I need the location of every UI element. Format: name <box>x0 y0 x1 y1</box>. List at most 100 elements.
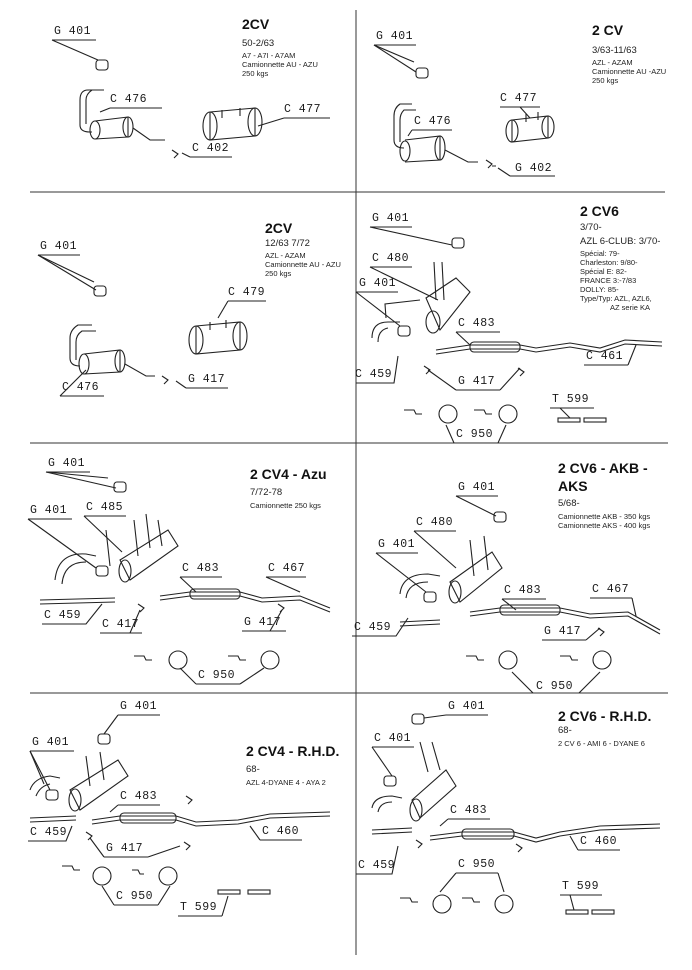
panel6-line: Camionnette AKB - 350 kgs <box>558 512 651 521</box>
part-label: T 599 <box>552 393 590 406</box>
panel3-line: AZL - AZAM <box>265 251 306 260</box>
part-label: T 599 <box>180 901 218 914</box>
part-label: G 417 <box>458 375 496 388</box>
panel5-line: 7/72-78 <box>250 487 283 498</box>
panel2-line: AZL - AZAM <box>592 58 633 67</box>
panel8-title: 2 CV6 - R.H.D. <box>558 708 652 724</box>
part-label: G 401 <box>372 212 410 225</box>
part-label: C 476 <box>110 93 148 106</box>
part-label: G 401 <box>376 30 414 43</box>
panel4-line: Spécial: 79- <box>580 249 620 258</box>
part-label: G 402 <box>515 162 553 175</box>
part-label: C 483 <box>182 562 220 575</box>
part-label: C 467 <box>592 583 630 596</box>
panel4-line: AZ serie KA <box>610 303 651 312</box>
part-label: C 485 <box>86 501 124 514</box>
panel4-line: FRANCE 3:-7/83 <box>580 276 637 285</box>
panel1-drawing <box>51 39 330 159</box>
part-label: G 417 <box>106 842 144 855</box>
panel5-line: Camionnette 250 kgs <box>250 501 321 510</box>
panel7-line: AZL 4-DYANE 4 - AYA 2 <box>246 778 326 787</box>
part-label: C 401 <box>374 732 412 745</box>
part-label: C 483 <box>504 584 542 597</box>
panel2-line: Camionnette AU -AZU <box>592 67 667 76</box>
part-label: C 477 <box>500 92 538 105</box>
panel1-line: 50-2/63 <box>242 38 275 49</box>
panel6-title: AKS <box>558 478 588 494</box>
panel4-title: 2 CV6 <box>580 203 619 219</box>
panel3-title: 2CV <box>265 220 293 236</box>
panel1-line: 250 kgs <box>242 69 269 78</box>
part-label: G 401 <box>48 457 86 470</box>
part-label: G 417 <box>544 625 582 638</box>
panel1-line: A7 - A7I - A7AM <box>242 51 296 60</box>
panel7-drawing <box>28 714 331 917</box>
part-label: T 599 <box>562 880 600 893</box>
panel2-line: 250 kgs <box>592 76 619 85</box>
panel7-title: 2 CV4 - R.H.D. <box>246 743 340 759</box>
panel3-drawing <box>37 254 266 397</box>
panel1-title: 2CV <box>242 16 270 32</box>
part-label: C 950 <box>198 669 236 682</box>
part-label: G 401 <box>30 504 68 517</box>
panel8-line: 68- <box>558 725 572 736</box>
panel8-line: 2 CV 6 - AMI 6 - DYANE 6 <box>558 739 645 748</box>
panel6-title: 2 CV6 - AKB - <box>558 460 648 476</box>
part-label: C 480 <box>372 252 410 265</box>
panel3-line: 250 kgs <box>265 269 292 278</box>
part-label: C 460 <box>262 825 300 838</box>
part-label: C 467 <box>268 562 306 575</box>
panel2-line: 3/63-11/63 <box>592 45 637 56</box>
part-label: G 401 <box>32 736 70 749</box>
panel4-line: DOLLY: 85- <box>580 285 619 294</box>
part-label: C 483 <box>120 790 158 803</box>
part-label: G 401 <box>458 481 496 494</box>
panel4-line: Spécial E: 82- <box>580 267 627 276</box>
panel4-line: Charleston: 9/80- <box>580 258 638 267</box>
panel1-line: Camionnette AU - AZU <box>242 60 318 69</box>
part-label: C 476 <box>414 115 452 128</box>
panel2-title: 2 CV <box>592 22 624 38</box>
part-label: C 477 <box>284 103 322 116</box>
panel3-line: Camionnette AU - AZU <box>265 260 341 269</box>
panel7-line: 68- <box>246 764 260 775</box>
part-label: C 460 <box>580 835 618 848</box>
part-label: C 480 <box>416 516 454 529</box>
panel2-drawing <box>373 44 555 177</box>
part-label: G 417 <box>188 373 226 386</box>
part-label: C 483 <box>458 317 496 330</box>
part-label: C 479 <box>228 286 266 299</box>
part-label: G 401 <box>54 25 92 38</box>
part-label: C 459 <box>354 621 392 634</box>
panel4-line: Type/Typ: AZL, AZL6, <box>580 294 652 303</box>
part-label: C 950 <box>458 858 496 871</box>
panel4-line: 3/70- <box>580 222 602 233</box>
part-label: C 950 <box>116 890 154 903</box>
panel4-drawing <box>355 226 663 443</box>
part-label: C 950 <box>536 680 574 693</box>
part-label: G 401 <box>359 277 397 290</box>
part-label: C 461 <box>586 350 624 363</box>
panel4-line: AZL 6-CLUB: 3/70- <box>580 236 661 247</box>
panel6-line: Camionnette AKS - 400 kgs <box>558 521 651 530</box>
part-label: C 459 <box>358 859 396 872</box>
part-label: C 402 <box>192 142 230 155</box>
part-label: C 417 <box>102 618 140 631</box>
part-label: C 459 <box>44 609 82 622</box>
part-label: C 459 <box>355 368 393 381</box>
part-label: C 483 <box>450 804 488 817</box>
part-label: G 401 <box>378 538 416 551</box>
part-label: G 417 <box>244 616 282 629</box>
part-label: G 401 <box>448 700 486 713</box>
part-label: G 401 <box>40 240 78 253</box>
panel5-title: 2 CV4 - Azu <box>250 466 327 482</box>
part-label: C 459 <box>30 826 68 839</box>
panel6-drawing <box>352 495 661 693</box>
part-label: G 401 <box>120 700 158 713</box>
part-label: C 950 <box>456 428 494 441</box>
panel5-drawing <box>27 471 331 685</box>
panel3-line: 12/63 7/72 <box>265 238 310 249</box>
